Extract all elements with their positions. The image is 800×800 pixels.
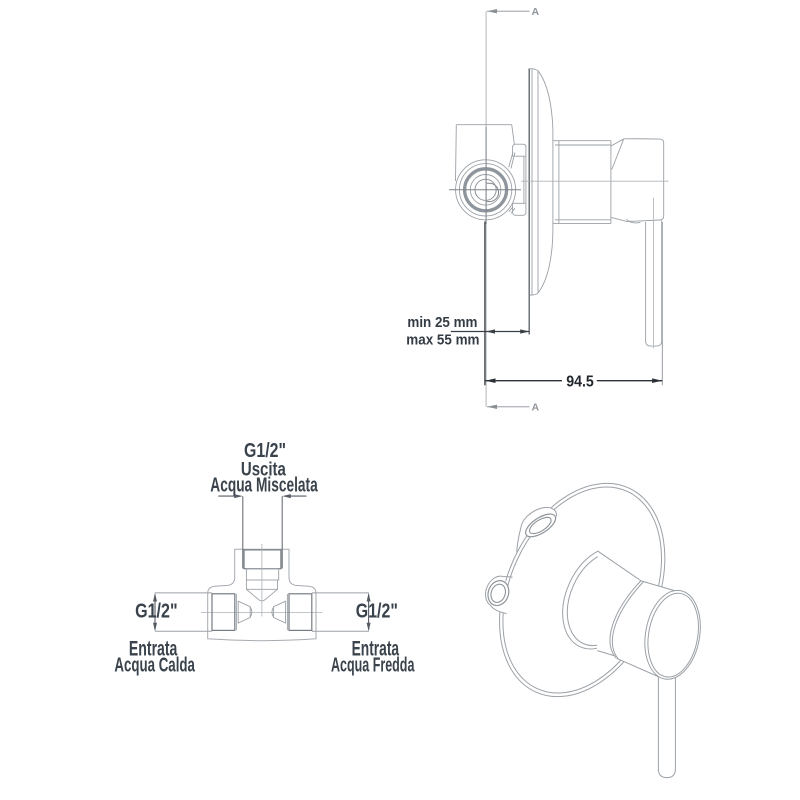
- svg-text:max 55 mm: max 55 mm: [406, 331, 479, 348]
- svg-text:A: A: [532, 6, 540, 18]
- svg-text:G1/2": G1/2": [244, 440, 286, 462]
- svg-text:Acqua Fredda: Acqua Fredda: [331, 654, 415, 677]
- svg-text:G1/2": G1/2": [356, 601, 398, 623]
- svg-text:min 25 mm: min 25 mm: [407, 314, 477, 331]
- svg-text:G1/2": G1/2": [135, 601, 178, 623]
- svg-text:Acqua Miscelata: Acqua Miscelata: [210, 474, 318, 496]
- svg-text:94.5: 94.5: [566, 374, 594, 391]
- svg-text:Acqua Calda: Acqua Calda: [114, 654, 195, 677]
- svg-text:Uscita: Uscita: [241, 459, 286, 480]
- svg-text:Entrata: Entrata: [352, 638, 400, 661]
- svg-text:A: A: [532, 402, 540, 414]
- svg-text:Entrata: Entrata: [129, 638, 178, 661]
